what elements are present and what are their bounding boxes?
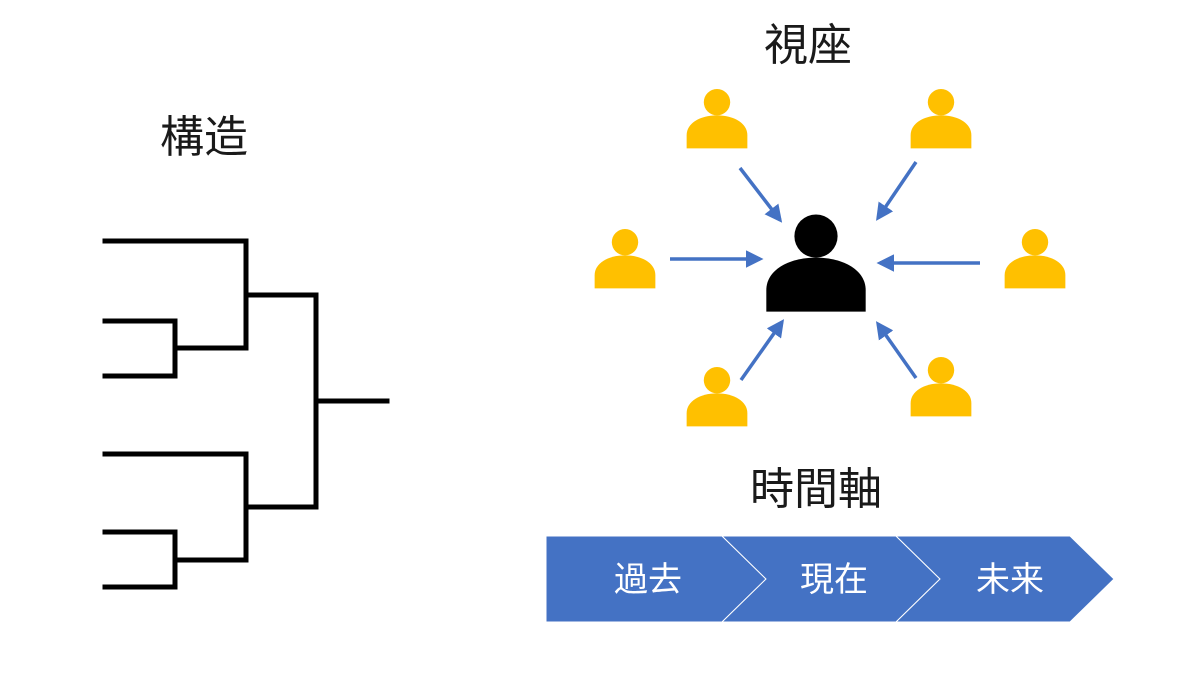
arrow-top-right <box>876 161 918 221</box>
arrow-top-left <box>738 166 783 223</box>
bracket-branch-5 <box>102 529 178 590</box>
bracket-branch-2 <box>102 318 178 379</box>
arrow-bottom-left <box>739 319 785 382</box>
person-icon-bottom-left <box>686 366 748 427</box>
arrows <box>670 161 980 382</box>
timeline-step-label-present: 現在 <box>800 560 868 600</box>
timeline-title: 時間軸 <box>750 464 882 515</box>
viewpoint-diagram <box>594 88 1066 427</box>
tournament-bracket <box>102 238 390 590</box>
center-person-icon <box>766 214 866 312</box>
arrow-bottom-right <box>875 321 918 380</box>
timeline-step-label-past: 過去 <box>614 560 682 600</box>
viewpoint-title: 視座 <box>764 20 852 71</box>
person-icon-bottom-right <box>910 356 972 417</box>
person-icon-top-left <box>686 88 748 149</box>
bracket-branch-3 <box>243 292 319 510</box>
person-icon-top-right <box>910 88 972 149</box>
timeline-step-label-future: 未来 <box>976 560 1044 600</box>
person-icon-right <box>1004 228 1066 289</box>
person-icon-left <box>594 228 656 289</box>
structure-title: 構造 <box>160 112 248 163</box>
bracket-branch-4 <box>102 451 249 563</box>
timeline-step-3 <box>894 535 1115 623</box>
timeline-bar: 過去 現在 未来 <box>545 535 1115 623</box>
